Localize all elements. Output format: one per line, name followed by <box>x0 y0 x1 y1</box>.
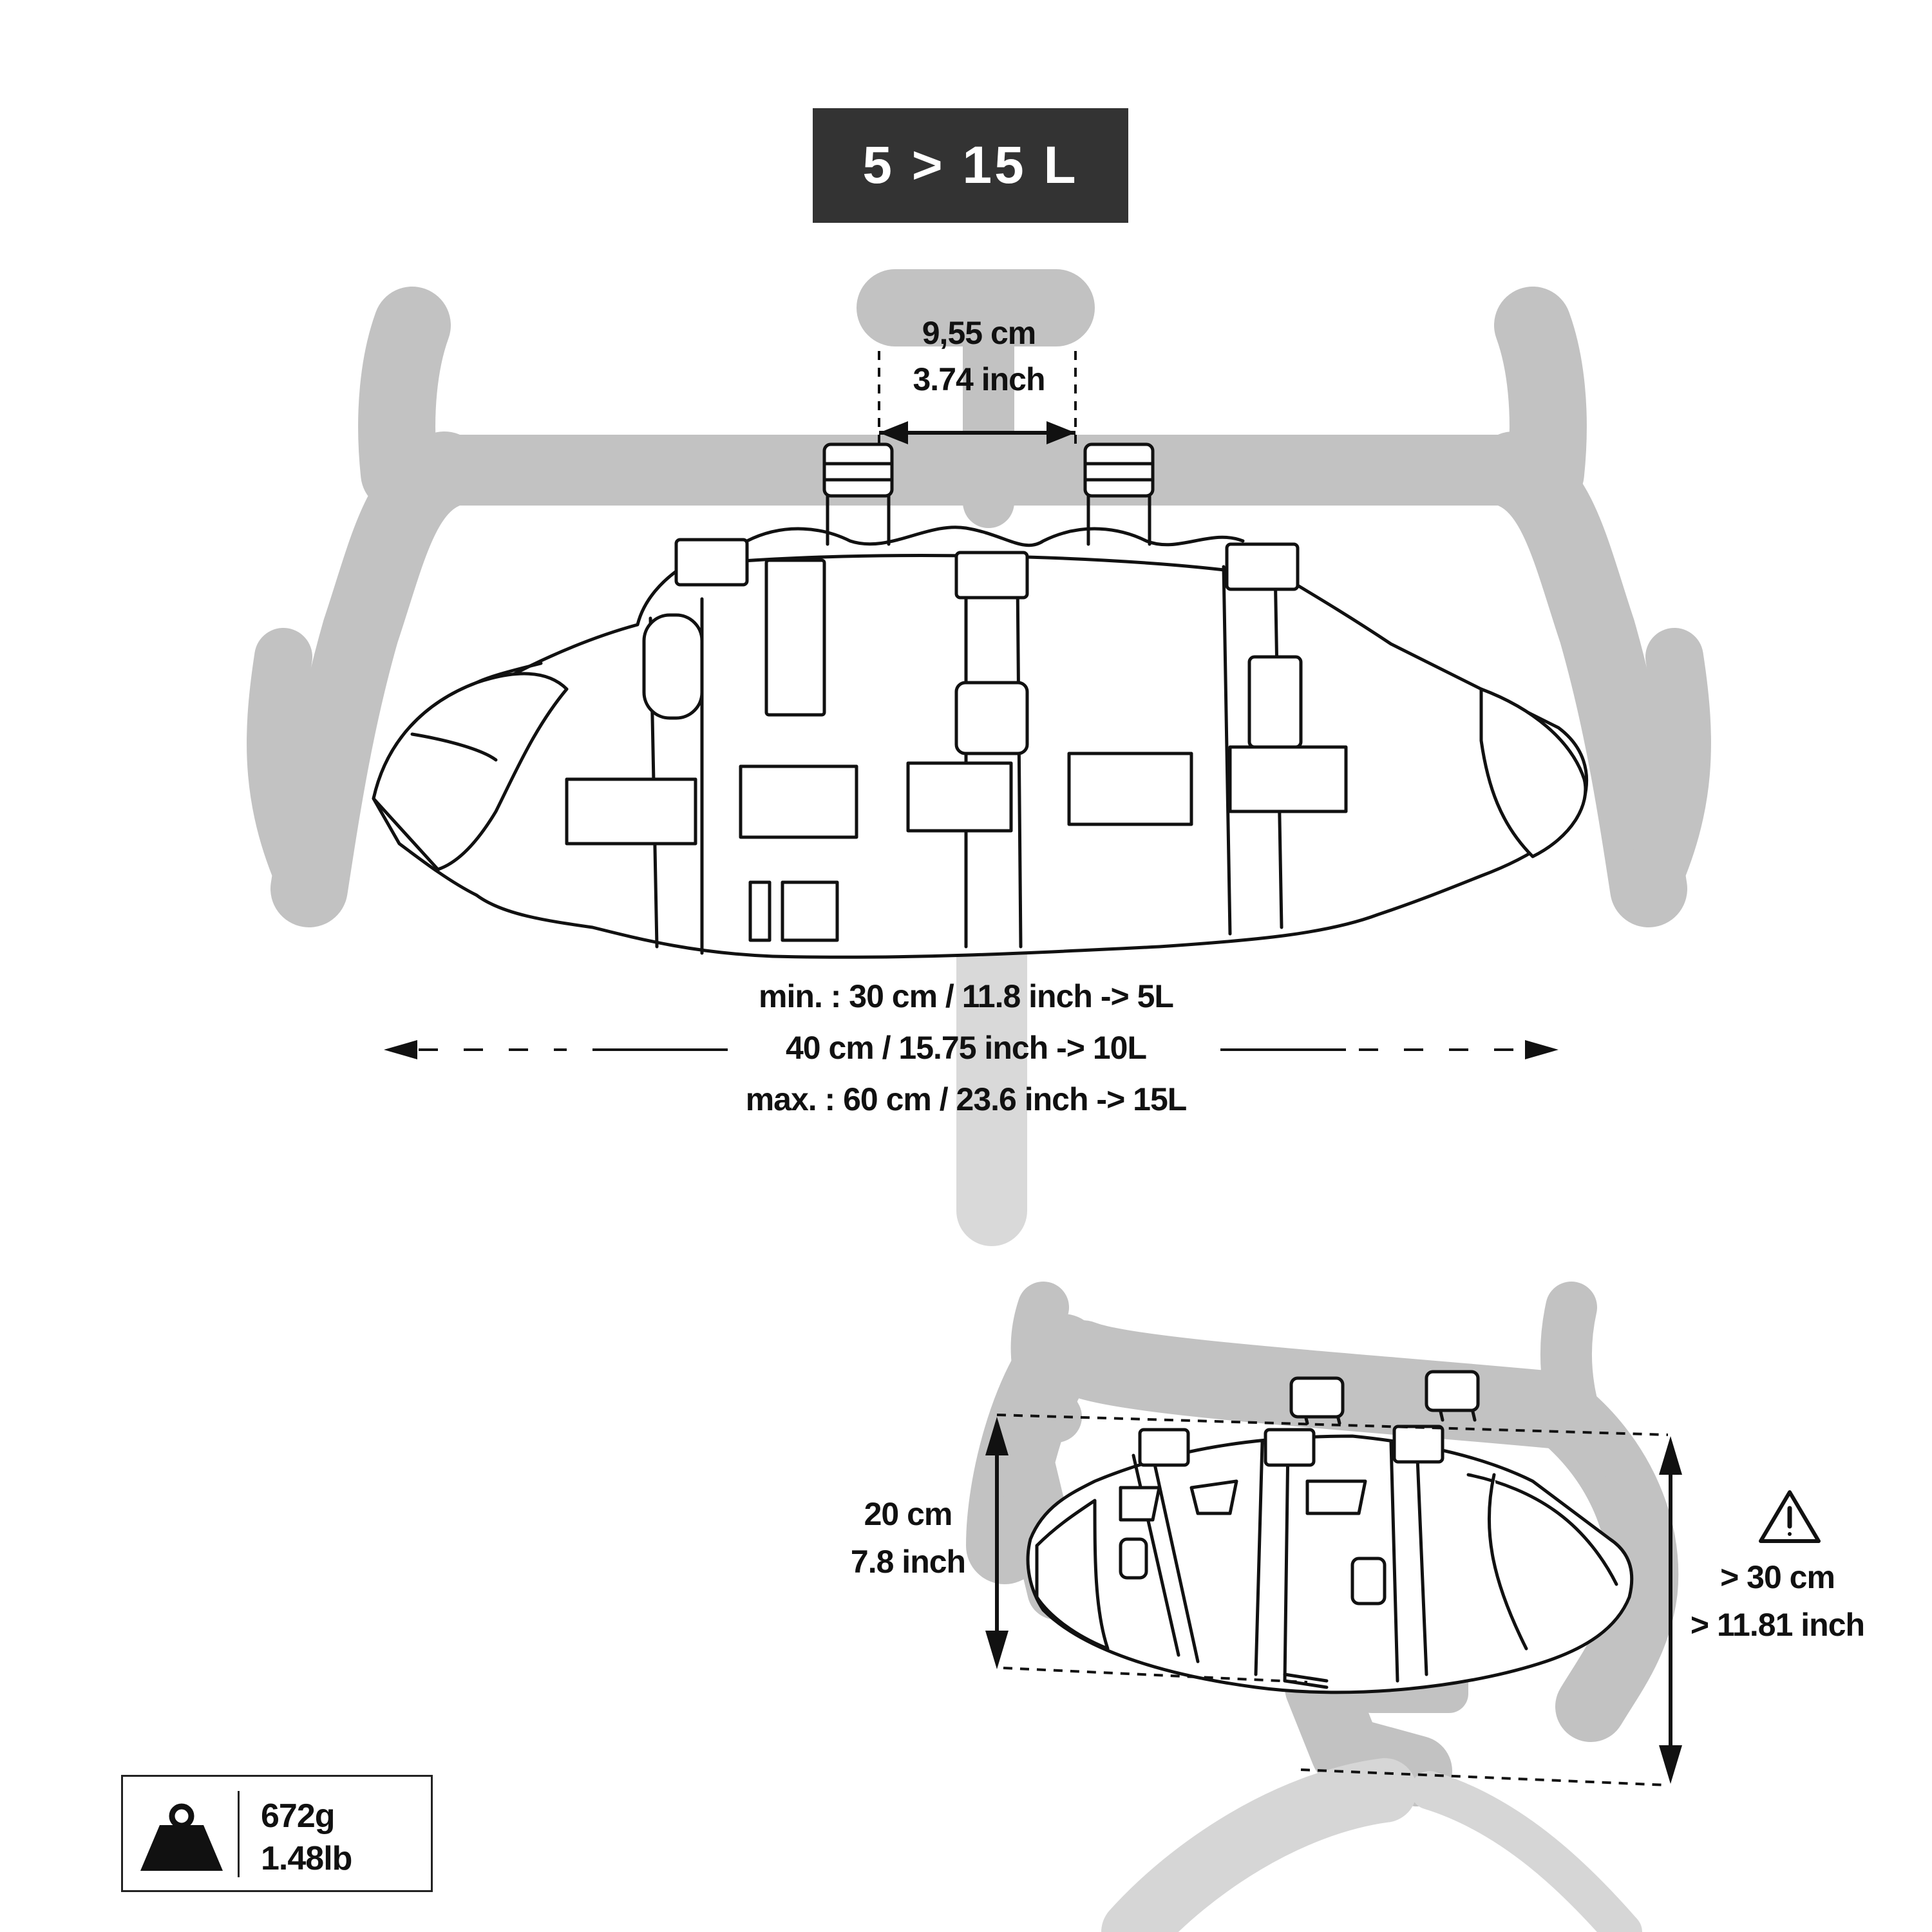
height-dimension <box>985 1414 1669 1683</box>
weight-icon <box>140 1803 223 1871</box>
length-spec-min: min. : 30 cm / 11.8 inch -> 5L <box>759 978 1174 1014</box>
weight-metric: 672g <box>261 1797 336 1835</box>
weight-imperial: 1.48lb <box>261 1840 352 1877</box>
weight-divider <box>238 1791 240 1877</box>
capacity-badge: 5 > 15 L <box>813 108 1128 223</box>
handlebar-silhouette-top <box>247 269 1711 1246</box>
clearance-metric: > 30 cm <box>1720 1559 1835 1595</box>
weight-box: 672g 1.48lb <box>121 1775 433 1892</box>
strap-spacing-dimension <box>878 351 1077 444</box>
length-dimension <box>384 1040 1558 1059</box>
height-imperial: 7.8 inch <box>850 1544 966 1580</box>
strap-spacing-metric: 9,55 cm <box>922 315 1036 351</box>
length-spec-mid: 40 cm / 15.75 inch -> 10L <box>785 1030 1147 1066</box>
weight-values: 672g 1.48lb <box>261 1795 352 1880</box>
warning-icon <box>1759 1490 1821 1543</box>
clearance-dimension <box>1300 1436 1682 1786</box>
length-spec-max: max. : 60 cm / 23.6 inch -> 15L <box>745 1081 1188 1117</box>
clearance-imperial: > 11.81 inch <box>1690 1607 1865 1643</box>
bag-side-view <box>1026 1370 1634 1694</box>
height-metric: 20 cm <box>864 1496 953 1532</box>
bag-top-view <box>372 442 1589 959</box>
strap-spacing-imperial: 3.74 inch <box>913 361 1046 397</box>
